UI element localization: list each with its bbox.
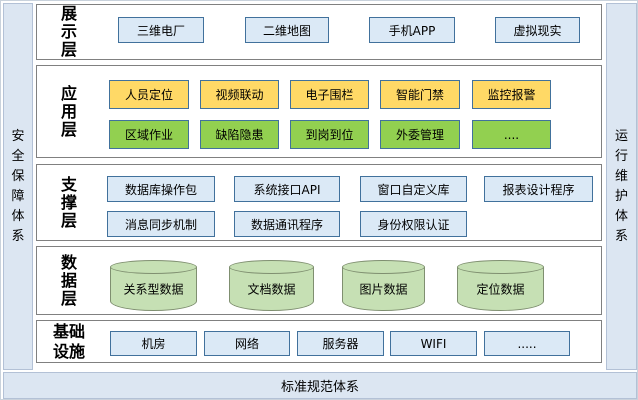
- right-frame-label: 运行维护体系: [614, 128, 628, 244]
- support-box-2: 系统接口API: [234, 176, 340, 202]
- data-cylinder-2-label: 文档数据: [247, 282, 296, 297]
- infrastructure-box-4: WIFI: [390, 331, 477, 356]
- layer-presentation-title: 展示层: [60, 4, 77, 59]
- bottom-frame-label: 标准规范体系: [280, 380, 359, 395]
- data-cylinder-1: 关系型数据: [110, 260, 197, 311]
- application-box-2: 视频联动: [200, 80, 279, 109]
- data-cylinder-1-label: 关系型数据: [123, 282, 184, 297]
- application-box-6: 区域作业: [109, 120, 189, 149]
- cylinder-shape: [229, 267, 314, 311]
- cylinder-shape: [110, 267, 197, 311]
- application-box-4: 智能门禁: [380, 80, 460, 109]
- support-box-5: 消息同步机制: [107, 211, 215, 237]
- infrastructure-box-3: 服务器: [297, 331, 384, 356]
- support-box-3: 窗口自定义库: [360, 176, 467, 202]
- layer-application-title: 应用层: [60, 83, 77, 139]
- application-box-8: 到岗到位: [290, 120, 369, 149]
- layer-support: 支撑层 数据库操作包 系统接口API 窗口自定义库 报表设计程序 消息同步机制 …: [36, 164, 602, 241]
- layer-support-title: 支撑层: [60, 174, 77, 230]
- cylinder-shape: [457, 267, 544, 311]
- data-cylinder-2: 文档数据: [229, 260, 314, 311]
- layer-infrastructure: 基础设施 机房 网络 服务器 WIFI .....: [36, 320, 602, 363]
- infrastructure-box-5: .....: [484, 331, 570, 356]
- data-cylinder-4: 定位数据: [457, 260, 544, 311]
- application-box-3: 电子围栏: [290, 80, 369, 109]
- layer-infrastructure-title: 基础设施: [52, 321, 85, 361]
- application-box-9: 外委管理: [380, 120, 460, 149]
- presentation-box-2: 二维地图: [245, 17, 329, 43]
- support-box-4: 报表设计程序: [484, 176, 593, 202]
- application-box-5: 监控报警: [472, 80, 551, 109]
- data-cylinder-3-label: 图片数据: [359, 282, 408, 297]
- infrastructure-box-2: 网络: [204, 331, 290, 356]
- data-cylinder-3: 图片数据: [342, 260, 425, 311]
- cylinder-top-ellipse: [457, 260, 544, 274]
- support-box-7: 身份权限认证: [360, 211, 467, 237]
- layer-application: 应用层 人员定位 视频联动 电子围栏 智能门禁 监控报警 区域作业 缺陷隐患 到…: [36, 65, 602, 158]
- application-box-1: 人员定位: [109, 80, 189, 109]
- layer-presentation: 展示层 三维电厂 二维地图 手机APP 虚拟现实: [36, 4, 602, 60]
- data-cylinder-4-label: 定位数据: [476, 282, 525, 297]
- application-box-10: ....: [472, 120, 551, 149]
- application-box-7: 缺陷隐患: [200, 120, 279, 149]
- left-frame-security-system: 安全保障体系: [3, 3, 33, 370]
- left-frame-label: 安全保障体系: [11, 128, 25, 244]
- cylinder-top-ellipse: [229, 260, 314, 274]
- support-box-6: 数据通讯程序: [234, 211, 340, 237]
- cylinder-top-ellipse: [342, 260, 425, 274]
- layer-data: 数据层 关系型数据 文档数据 图片数据 定位数据: [36, 246, 602, 315]
- infrastructure-box-1: 机房: [110, 331, 197, 356]
- cylinder-shape: [342, 267, 425, 311]
- layer-data-title: 数据层: [60, 252, 77, 308]
- support-box-1: 数据库操作包: [107, 176, 215, 202]
- cylinder-top-ellipse: [110, 260, 197, 274]
- presentation-box-3: 手机APP: [369, 17, 455, 43]
- presentation-box-4: 虚拟现实: [495, 17, 580, 43]
- bottom-frame-standards: 标准规范体系: [3, 372, 637, 399]
- right-frame-operation-maintenance: 运行维护体系: [606, 3, 637, 370]
- presentation-box-1: 三维电厂: [118, 17, 204, 43]
